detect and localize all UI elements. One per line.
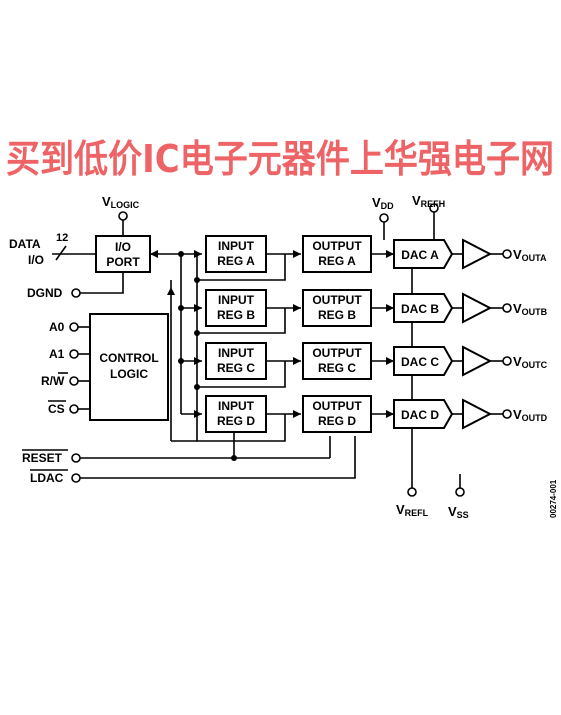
- vdd-pin: [379, 213, 389, 223]
- io-port-block: I/O PORT: [95, 235, 151, 273]
- output-reg-a: OUTPUT REG A: [302, 235, 372, 273]
- input-reg-b-label-1: INPUT: [218, 293, 255, 307]
- input-reg-c-label-1: INPUT: [218, 346, 255, 360]
- dac-c-label: DAC C: [401, 355, 439, 369]
- voutb-pin: [502, 303, 512, 313]
- dac-b-label: DAC B: [401, 302, 439, 316]
- cs-pin: [69, 404, 79, 414]
- output-reg-b-label-2: REG B: [318, 308, 356, 322]
- reset-pin: [71, 453, 81, 463]
- vrefh-label: VREFH: [412, 193, 445, 209]
- pin-circles: [69, 203, 512, 497]
- output-reg-c-label-1: OUTPUT: [312, 346, 362, 360]
- vss-pin: [455, 487, 465, 497]
- dac-c: DAC C: [393, 346, 454, 376]
- output-buffers: [462, 238, 493, 430]
- output-reg-c: OUTPUT REG C: [302, 342, 372, 380]
- input-reg-a: INPUT REG A: [205, 235, 267, 273]
- voutb-label: VOUTB: [513, 301, 548, 317]
- output-reg-b-label-1: OUTPUT: [312, 293, 362, 307]
- vrefl-pin: [407, 487, 417, 497]
- reset-label: RESET: [22, 451, 63, 465]
- data-label-line1: DATA: [9, 237, 41, 251]
- output-reg-a-label-2: REG A: [318, 254, 356, 268]
- output-reg-d-label-2: REG D: [318, 414, 356, 428]
- a0-pin: [69, 322, 79, 332]
- vrefl-label: VREFL: [396, 502, 429, 518]
- dac-b: DAC B: [393, 293, 454, 323]
- a1-pin: [69, 349, 79, 359]
- dgnd-pin: [71, 288, 81, 298]
- vlogic-pin: [118, 211, 128, 221]
- dac-a: DAC A: [393, 239, 454, 269]
- io-port-label-2: PORT: [106, 255, 140, 269]
- input-reg-b-label-2: REG B: [217, 308, 255, 322]
- output-reg-c-label-2: REG C: [318, 361, 356, 375]
- input-reg-d-label-2: REG D: [217, 414, 255, 428]
- cs-label: CS: [48, 402, 65, 416]
- pin-labels: VLOGIC DATA I/O 12 DGND A0 A1 R/W CS RES…: [9, 193, 558, 520]
- vss-label: VSS: [448, 504, 469, 520]
- input-reg-a-label-2: REG A: [217, 254, 255, 268]
- watermark: 买到低价IC电子元器件上华强电子网: [6, 137, 554, 181]
- input-reg-c: INPUT REG C: [205, 342, 267, 380]
- vouta-label: VOUTA: [513, 247, 547, 263]
- vlogic-label: VLOGIC: [102, 194, 140, 210]
- dac-d: DAC D: [393, 399, 454, 429]
- input-reg-b: INPUT REG B: [205, 289, 267, 327]
- junctions: [178, 251, 237, 461]
- output-reg-b: OUTPUT REG B: [302, 289, 372, 327]
- figure-id: 00274-001: [549, 479, 558, 518]
- vouta-pin: [502, 249, 512, 259]
- output-reg-d-label-1: OUTPUT: [312, 399, 362, 413]
- io-port-label-1: I/O: [115, 240, 131, 254]
- voutc-label: VOUTC: [513, 354, 548, 370]
- a0-label: A0: [49, 320, 65, 334]
- output-reg-a-label-1: OUTPUT: [312, 239, 362, 253]
- control-logic-label-2: LOGIC: [110, 367, 148, 381]
- dgnd-label: DGND: [27, 286, 63, 300]
- dac-a-label: DAC A: [401, 248, 439, 262]
- input-reg-d: INPUT REG D: [205, 395, 267, 433]
- control-logic-block: CONTROL LOGIC: [89, 313, 169, 421]
- input-reg-d-label-1: INPUT: [218, 399, 255, 413]
- watermark-text: 买到低价IC电子元器件上华强电子网: [6, 137, 554, 181]
- buffer-c: [462, 345, 493, 377]
- a1-label: A1: [49, 347, 65, 361]
- ldac-pin: [71, 473, 81, 483]
- voutd-label: VOUTD: [513, 407, 548, 423]
- dac-d-label: DAC D: [401, 408, 439, 422]
- control-logic-label-1: CONTROL: [99, 351, 158, 365]
- rw-pin: [69, 376, 79, 386]
- ldac-label: LDAC: [30, 471, 64, 485]
- buffer-a: [462, 238, 493, 270]
- buffer-b: [462, 292, 493, 324]
- voutc-pin: [502, 356, 512, 366]
- data-label-line2: I/O: [28, 253, 44, 267]
- vdd-label: VDD: [372, 195, 394, 211]
- output-reg-d: OUTPUT REG D: [302, 395, 372, 433]
- vrefh-pin: [429, 203, 439, 213]
- arrowheads: [150, 250, 394, 418]
- voutd-pin: [502, 409, 512, 419]
- rw-label: R/W: [41, 374, 65, 388]
- input-reg-c-label-2: REG C: [217, 361, 255, 375]
- bus-width-label: 12: [56, 232, 68, 244]
- buffer-d: [462, 398, 493, 430]
- input-reg-a-label-1: INPUT: [218, 239, 255, 253]
